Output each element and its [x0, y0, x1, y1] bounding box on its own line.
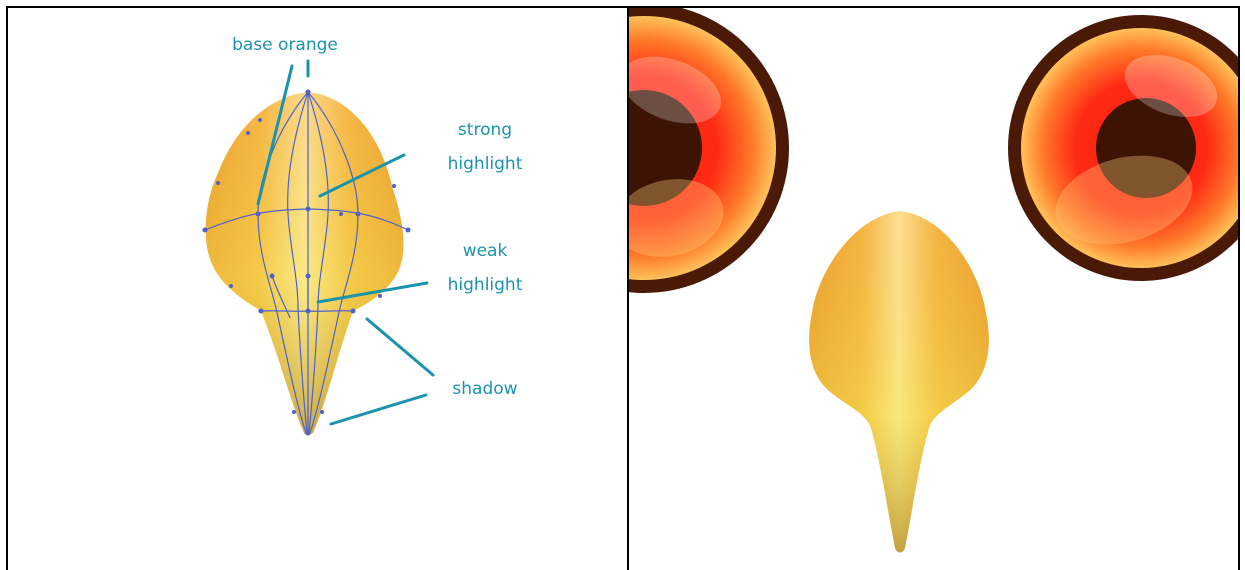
shadow-leader-upper: [367, 319, 433, 375]
mesh-diagram-panel: base orange strong highlight weak highli…: [8, 8, 627, 570]
owl-face-result: [629, 8, 1238, 570]
label-weak: weak: [463, 241, 508, 261]
right-eye: [1008, 15, 1238, 281]
result-panel: [629, 8, 1238, 570]
mesh-diagram: base orange strong highlight weak highli…: [8, 8, 627, 570]
label-base-orange: base orange: [232, 35, 338, 55]
label-strong-highlight: highlight: [448, 154, 523, 174]
label-strong: strong: [458, 120, 512, 140]
beak: [809, 211, 989, 553]
shadow-leader-lower: [331, 395, 426, 424]
label-weak-highlight: highlight: [448, 275, 523, 295]
label-shadow: shadow: [452, 379, 517, 399]
left-eye: [629, 8, 789, 293]
beak-mesh: [203, 90, 411, 436]
